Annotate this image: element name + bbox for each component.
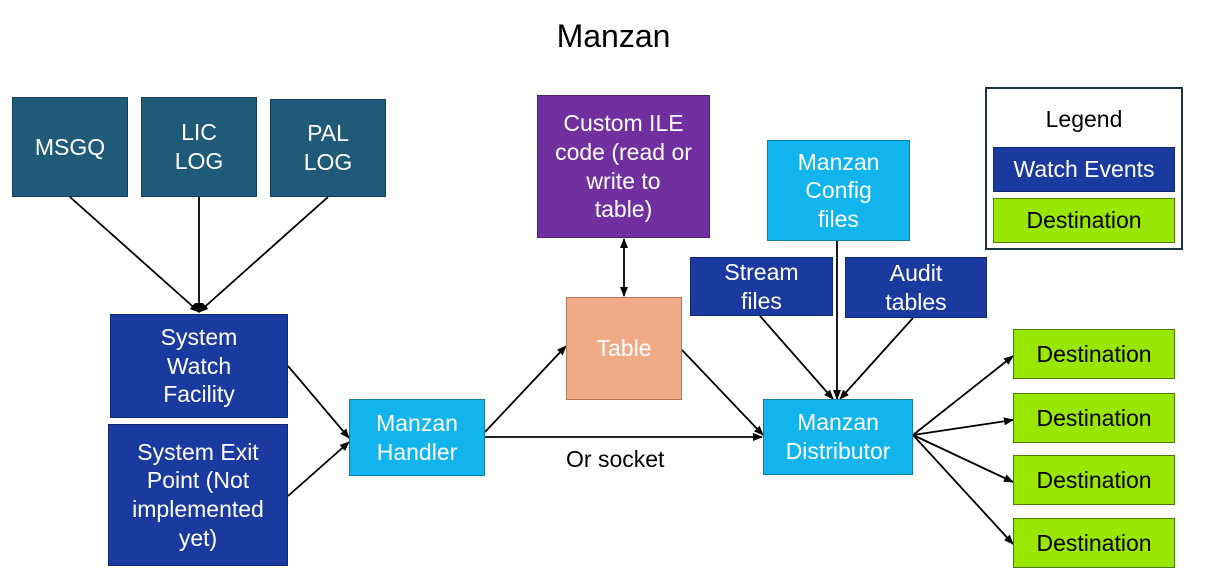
- node-destination: Destination: [1013, 455, 1175, 505]
- edge-audit-to-distributor: [839, 317, 914, 400]
- node-destination: Destination: [1013, 329, 1175, 379]
- node-table: Table: [566, 297, 682, 400]
- node-audit-tables: Audit tables: [845, 257, 987, 318]
- node-manzan-handler: Manzan Handler: [349, 399, 485, 476]
- edge-dist-to-dest-3: [912, 434, 1014, 483]
- node-destination: Destination: [1013, 518, 1175, 568]
- legend-title: Legend: [1045, 106, 1123, 132]
- edge-dist-to-dest-1: [912, 355, 1014, 436]
- diagram-title: Manzan: [556, 18, 671, 54]
- node-pal-log: PAL LOG: [270, 99, 386, 197]
- edge-dist-to-dest-4: [912, 434, 1014, 545]
- edge-msgq-to-watch: [69, 196, 200, 313]
- edge-pal-to-watch: [198, 196, 329, 313]
- legend: Legend Watch Events Destination: [985, 87, 1183, 250]
- legend-watch-events-swatch: Watch Events: [993, 147, 1175, 192]
- edge-exit-to-handler: [287, 441, 350, 497]
- node-manzan-distributor: Manzan Distributor: [763, 399, 913, 475]
- node-custom-ile-code: Custom ILE code (read or write to table): [537, 95, 710, 238]
- node-destination: Destination: [1013, 393, 1175, 443]
- edge-label-or-socket: Or socket: [566, 446, 665, 472]
- node-stream-files: Stream files: [690, 257, 833, 316]
- edge-stream-to-distributor: [759, 315, 834, 400]
- edge-dist-to-dest-2: [912, 417, 1014, 436]
- edge-handler-to-table: [484, 345, 567, 433]
- node-system-exit-point: System Exit Point (Not implemented yet): [108, 424, 288, 566]
- edge-table-to-distributor: [681, 349, 764, 436]
- node-manzan-config-files: Manzan Config files: [767, 140, 910, 241]
- node-lic-log: LIC LOG: [141, 97, 257, 197]
- node-system-watch-facility: System Watch Facility: [110, 314, 288, 418]
- edge-watch-to-handler: [287, 365, 350, 439]
- node-msgq: MSGQ: [12, 97, 128, 197]
- legend-destination-swatch: Destination: [993, 198, 1175, 243]
